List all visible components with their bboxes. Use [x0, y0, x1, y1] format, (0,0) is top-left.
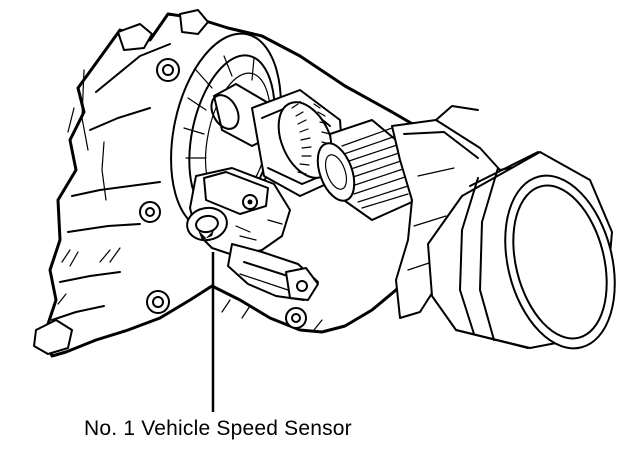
spline-collar — [316, 142, 356, 202]
callout-label: No. 1 Vehicle Speed Sensor — [84, 417, 352, 440]
transmission-case — [33, 9, 488, 358]
bolt-boss-right — [285, 307, 307, 329]
drive-shaft-assembly — [210, 83, 413, 221]
bolt-boss-upper — [156, 58, 180, 82]
output-cylinder — [427, 151, 616, 350]
vehicle-speed-sensor — [186, 167, 319, 301]
bolt-boss-lower — [146, 290, 170, 314]
bolt-boss-middle — [139, 201, 161, 223]
